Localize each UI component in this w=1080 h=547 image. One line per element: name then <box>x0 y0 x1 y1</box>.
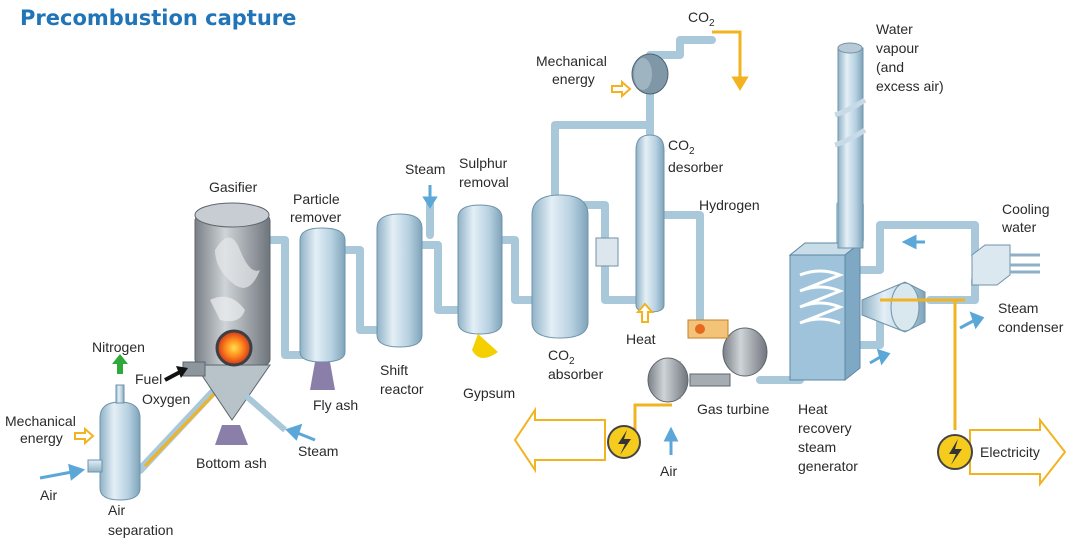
hrsg-unit <box>788 241 862 382</box>
label-sulphur-1: Sulphur <box>459 155 508 171</box>
yellow-flow-arrows <box>633 30 957 432</box>
label-water-vapour-4: excess air) <box>876 78 944 94</box>
lightning-bolt-icon <box>949 439 962 465</box>
pipe-gasifier-particle <box>266 236 314 359</box>
particle-remover-vessel <box>299 227 346 363</box>
label-co2-absorber-word: absorber <box>548 366 604 382</box>
label-air-separation-1: Air <box>108 502 125 518</box>
heat-exchanger-box <box>595 237 619 267</box>
label-cooling-1: Cooling <box>1002 201 1049 217</box>
label-fuel: Fuel <box>135 371 162 387</box>
label-nitrogen: Nitrogen <box>92 339 145 355</box>
steam-inlet-pipe <box>243 392 287 433</box>
fly-ash-pile <box>310 362 335 390</box>
label-mech-top-2: energy <box>552 71 595 87</box>
label-sulphur-2: removal <box>459 174 509 190</box>
air-separation-unit <box>87 384 217 501</box>
pipe-shift-sulphur <box>416 241 462 314</box>
labels: Nitrogen Mechanical energy Air Air separ… <box>5 9 1064 538</box>
label-cooling-2: water <box>1001 219 1037 235</box>
label-hrsg-4: generator <box>798 458 858 474</box>
steam-condenser-box <box>971 244 1040 286</box>
label-air-bottom: Air <box>660 463 677 479</box>
label-heat: Heat <box>626 331 656 347</box>
electricity-out-arrow <box>969 417 1067 487</box>
label-particle-2: remover <box>290 209 342 225</box>
generator-left <box>607 425 641 459</box>
page-title: Precombustion capture <box>20 6 296 30</box>
pipe-steamturbine-condenser <box>926 276 979 304</box>
label-hrsg-3: steam <box>798 439 836 455</box>
label-hrsg-2: recovery <box>798 420 852 436</box>
gas-turbine <box>647 319 768 403</box>
label-water-vapour-3: (and <box>876 59 904 75</box>
steam-turbine <box>861 281 965 333</box>
label-water-vapour-2: vapour <box>876 40 919 56</box>
label-mech-top-1: Mechanical <box>536 53 607 69</box>
label-co2-desorber-word: desorber <box>668 159 724 175</box>
label-gypsum: Gypsum <box>463 385 515 401</box>
pipe-sulphur-absorber <box>496 236 536 304</box>
label-steam-top: Steam <box>405 161 445 177</box>
label-mechanical-2: energy <box>20 430 63 446</box>
pipe-particle-shift <box>341 246 384 334</box>
label-shift-1: Shift <box>380 362 408 378</box>
bottom-ash-pile <box>215 425 248 445</box>
shift-reactor-vessel <box>376 213 423 348</box>
power-out-arrow-left <box>513 406 606 474</box>
label-bottom-ash: Bottom ash <box>196 455 267 471</box>
label-mechanical-1: Mechanical <box>5 413 76 429</box>
hollow-energy-arrows <box>74 79 1067 487</box>
co2-compressor <box>631 53 669 95</box>
pipe-hrsg-condenser-top <box>841 221 979 274</box>
label-electricity: Electricity <box>980 444 1040 460</box>
nitrogen-arrow <box>112 354 128 374</box>
fuel-arrow <box>164 366 188 382</box>
label-gasifier: Gasifier <box>209 179 258 195</box>
combustion-chamber <box>687 319 729 339</box>
lightning-bolt-icon <box>618 430 631 455</box>
exhaust-stack <box>834 42 867 249</box>
label-condenser-1: Steam <box>998 300 1038 316</box>
label-condenser-2: condenser <box>998 319 1064 335</box>
blue-flow-arrows <box>39 185 985 481</box>
label-hydrogen: Hydrogen <box>699 197 760 213</box>
label-co2-desorber-co: CO2 <box>668 137 695 157</box>
label-shift-2: reactor <box>380 381 424 397</box>
sulphur-removal-vessel <box>457 204 503 335</box>
label-steam-bottom: Steam <box>298 443 338 459</box>
label-water-vapour-1: Water <box>876 21 913 37</box>
gypsum-pile <box>472 334 498 359</box>
pipe-hydrogen <box>656 211 704 334</box>
label-co2-absorber-co: CO2 <box>548 347 575 367</box>
co2-absorber-vessel <box>531 194 589 339</box>
label-co2-top: CO2 <box>688 9 715 29</box>
co2-desorber-column <box>635 134 665 313</box>
generator-right <box>937 434 973 470</box>
label-hrsg-1: Heat <box>798 401 828 417</box>
label-air-separation-2: separation <box>108 522 173 538</box>
label-particle-1: Particle <box>293 191 340 207</box>
label-fly-ash: Fly ash <box>313 397 358 413</box>
label-oxygen: Oxygen <box>142 391 190 407</box>
label-air-left: Air <box>40 487 57 503</box>
label-gas-turbine: Gas turbine <box>697 401 770 417</box>
gasifier-vessel <box>182 202 271 421</box>
